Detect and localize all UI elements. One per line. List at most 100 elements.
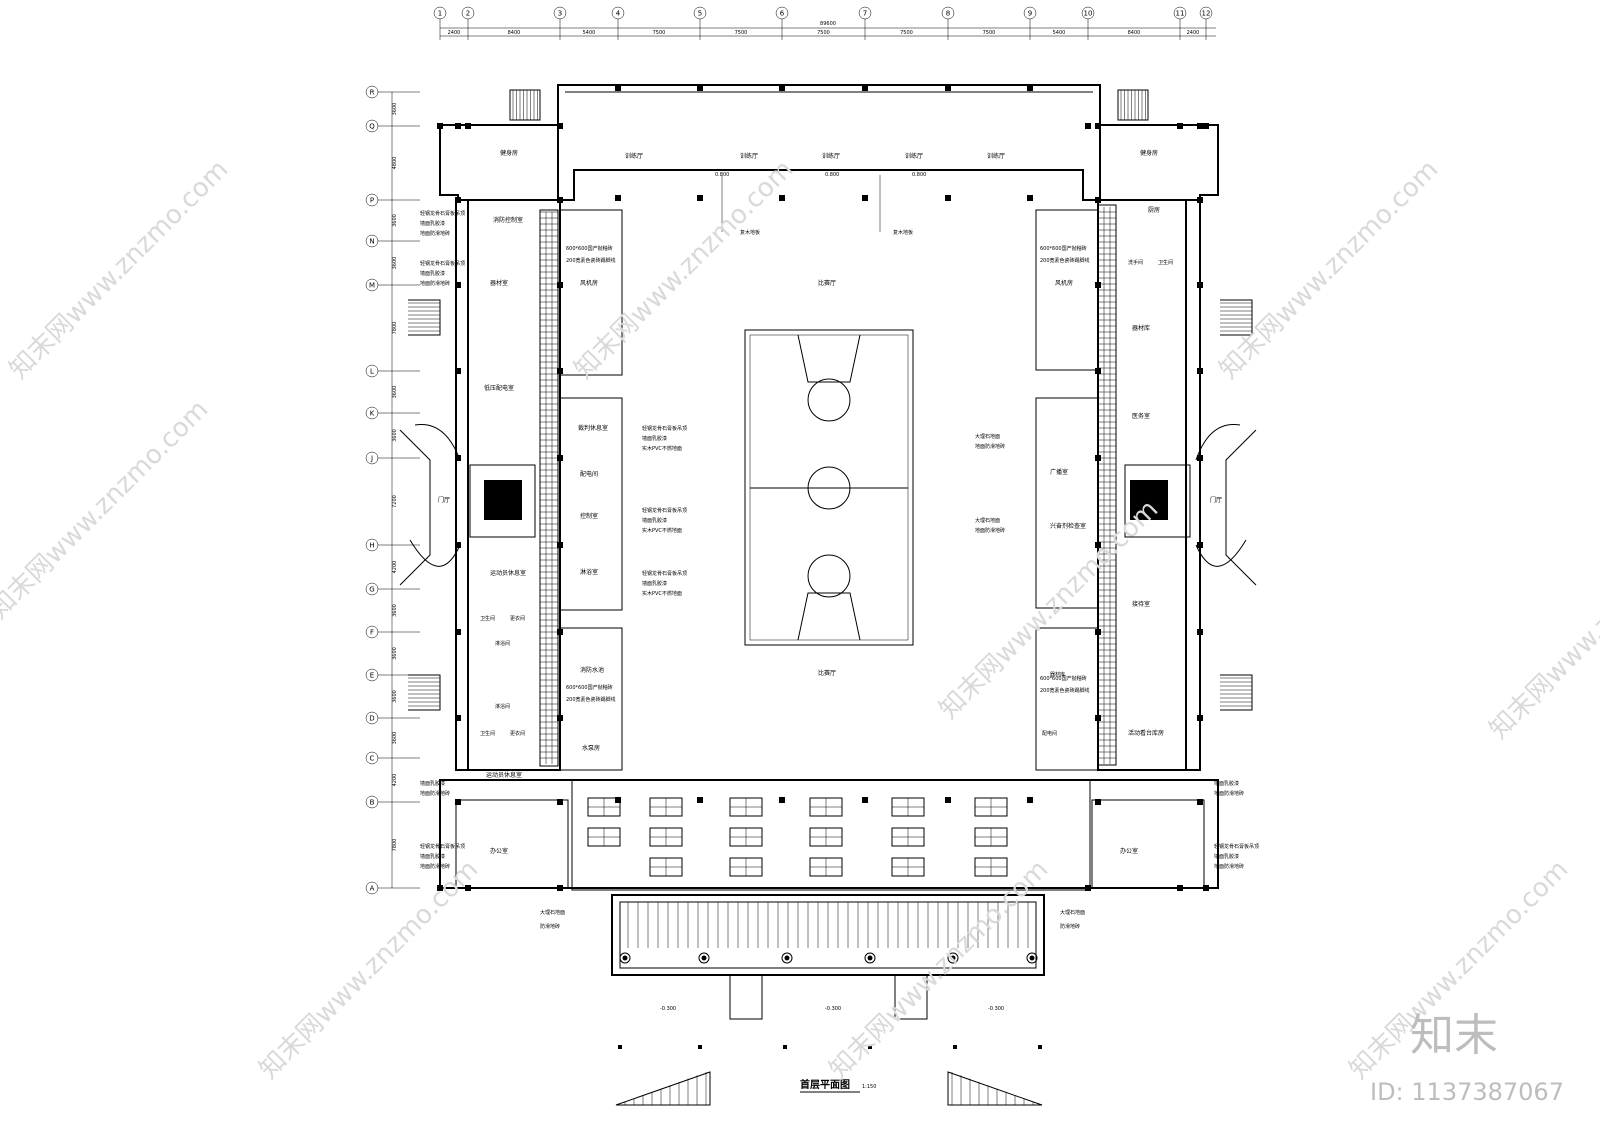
column bbox=[1197, 629, 1203, 635]
column bbox=[1197, 542, 1203, 548]
canopy-column bbox=[698, 952, 710, 964]
room-gym-right: 健身房 bbox=[1140, 149, 1158, 157]
column bbox=[779, 195, 785, 201]
note-left-9: 轻钢龙骨石膏板吊顶 bbox=[420, 843, 465, 850]
axis-bubble-top: 8 bbox=[941, 6, 955, 40]
axis-bubble-left: F bbox=[365, 625, 420, 639]
column bbox=[455, 368, 461, 374]
column bbox=[455, 123, 461, 129]
axis-bubble-top: 7 bbox=[858, 6, 872, 40]
column bbox=[557, 629, 563, 635]
room-office-left: 办公室 bbox=[490, 847, 508, 855]
room-changing2: 更衣间 bbox=[510, 730, 525, 737]
room-toilet-r: 卫生间 bbox=[1158, 259, 1173, 266]
span-label: 7500 bbox=[900, 30, 913, 36]
drawing-title-block: 首层平面图 1:150 bbox=[800, 1078, 876, 1093]
room-lobby-left: 门厅 bbox=[438, 496, 450, 504]
table bbox=[649, 827, 683, 847]
column bbox=[1085, 885, 1091, 891]
axis-bubble-left: H bbox=[365, 538, 420, 552]
basketball-court bbox=[744, 329, 914, 646]
note-tile-200-right: 200宽素色瓷砖踢脚线 bbox=[1040, 257, 1090, 264]
column bbox=[1085, 123, 1091, 129]
column bbox=[697, 85, 703, 91]
note-pvc-2: 实木PVC不燃地面 bbox=[642, 527, 682, 534]
room-mobile-seat: 活动看台库房 bbox=[1128, 729, 1164, 737]
svg-text:1: 1 bbox=[438, 10, 442, 18]
room-reception: 接待室 bbox=[1132, 600, 1150, 608]
axis-bubble-left: B bbox=[365, 795, 420, 809]
column bbox=[455, 799, 461, 805]
vertical-span-label: 7200 bbox=[392, 495, 398, 508]
table bbox=[729, 797, 763, 817]
column bbox=[1197, 455, 1203, 461]
axis-bubble-top: 1 bbox=[433, 6, 447, 40]
room-wind-right: 风机房 bbox=[1055, 279, 1073, 287]
span-label: 7500 bbox=[817, 30, 830, 36]
watermark-3: 知末网www.znzmo.com bbox=[1214, 154, 1445, 385]
column bbox=[557, 368, 563, 374]
canopy-column bbox=[1026, 952, 1038, 964]
svg-text:Q: Q bbox=[369, 123, 375, 131]
axis-bubble-top: 5 bbox=[693, 6, 707, 40]
axis-bubble-top: 2 bbox=[461, 6, 475, 40]
note-tile-600-r2: 600*600国产抛釉砖 bbox=[1040, 675, 1087, 682]
svg-text:G: G bbox=[369, 586, 374, 594]
column bbox=[945, 797, 951, 803]
column bbox=[437, 123, 443, 129]
room-washroom: 洗手间 bbox=[1128, 259, 1143, 266]
canopy-column bbox=[947, 952, 959, 964]
room-changing1: 更衣间 bbox=[510, 615, 525, 622]
room-control: 控制室 bbox=[580, 512, 598, 520]
svg-text:J: J bbox=[370, 455, 373, 463]
note-left-4: 轻钢龙骨石膏板吊顶 bbox=[420, 260, 465, 267]
column bbox=[1177, 123, 1183, 129]
axis-bubble-left: M bbox=[365, 278, 420, 292]
vertical-dimensions: 3600480036003600780036003600720042003600… bbox=[391, 92, 398, 888]
svg-text:8: 8 bbox=[946, 10, 950, 18]
room-kitchen: 厨房 bbox=[1148, 206, 1160, 214]
vertical-span-label: 3600 bbox=[392, 690, 398, 703]
room-training-3: 训练厅 bbox=[822, 152, 840, 160]
bollard bbox=[618, 1045, 622, 1049]
vertical-span-label: 3600 bbox=[392, 214, 398, 227]
column bbox=[465, 123, 471, 129]
top-dimension-chain: 89600 bbox=[440, 21, 1216, 37]
vertical-span-label: 3600 bbox=[392, 257, 398, 270]
column bbox=[1095, 799, 1101, 805]
table bbox=[587, 827, 621, 847]
column bbox=[1095, 542, 1101, 548]
note-wall-1: 墙面乳胶漆 bbox=[642, 435, 667, 442]
note-wp-r1: 地面防滑地砖 bbox=[975, 443, 1005, 450]
svg-text:D: D bbox=[369, 715, 374, 723]
vertical-span-label: 4200 bbox=[392, 561, 398, 574]
column bbox=[1197, 197, 1203, 203]
note-left-6: 地面防滑地砖 bbox=[420, 280, 450, 287]
column bbox=[1197, 799, 1203, 805]
column bbox=[1095, 197, 1101, 203]
watermark-6: 知末网www.znzmo.com bbox=[1484, 514, 1600, 745]
table bbox=[891, 797, 925, 817]
table bbox=[587, 797, 621, 817]
note-wood-floor-2: 复木地板 bbox=[893, 229, 913, 236]
note-tile-600-right: 600*600国产抛釉砖 bbox=[1040, 245, 1087, 252]
table bbox=[809, 857, 843, 877]
column bbox=[862, 797, 868, 803]
structural-columns bbox=[437, 85, 1209, 891]
column bbox=[557, 197, 563, 203]
svg-text:P: P bbox=[370, 197, 374, 205]
vertical-span-label: 3600 bbox=[392, 386, 398, 399]
column bbox=[455, 629, 461, 635]
svg-text:H: H bbox=[369, 542, 374, 550]
bollard bbox=[868, 1045, 872, 1049]
note-wood-floor: 复木地板 bbox=[740, 229, 760, 236]
axis-bubble-left: A bbox=[365, 881, 420, 895]
bollard bbox=[953, 1045, 957, 1049]
elevation-outdoor-3: -0.300 bbox=[988, 1006, 1004, 1012]
svg-text:E: E bbox=[370, 672, 374, 680]
axis-bubble-left: R bbox=[365, 85, 420, 99]
svg-text:B: B bbox=[370, 799, 375, 807]
elevation-3: 0.800 bbox=[912, 172, 926, 178]
span-label: 2400 bbox=[1187, 30, 1200, 36]
